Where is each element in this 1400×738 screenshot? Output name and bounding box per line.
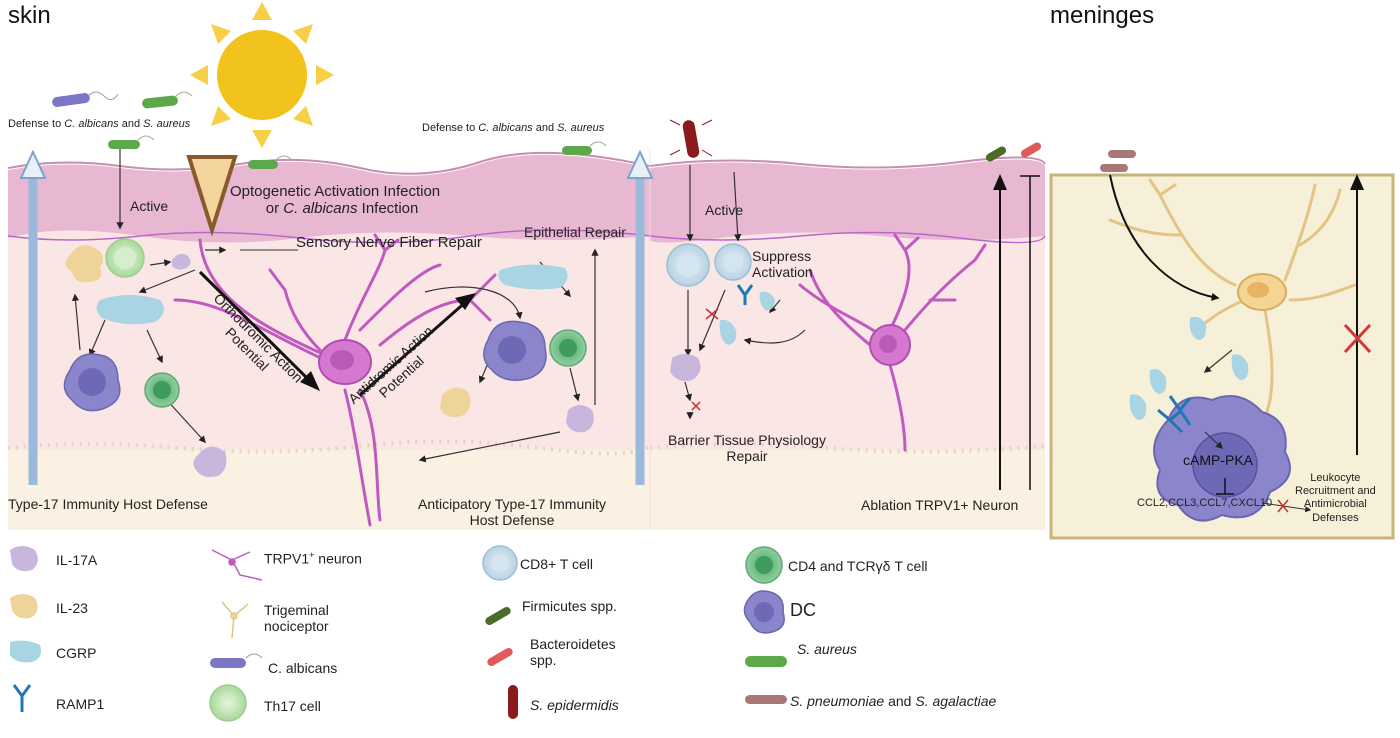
meninges-block-x [1343,323,1372,354]
barrier-label: Barrier Tissue Physiology Repair [668,432,826,465]
sun-icon [190,2,334,148]
dendritic-cell-meninges [1153,395,1291,522]
anticipatory-label: Anticipatory Type-17 Immunity Host Defen… [418,496,607,529]
defense-label-left: Defense to C. albicans and S. aureus [8,118,191,130]
epithelial-repair-label: Epithelial Repair [524,224,626,240]
antidromic-arrow [359,298,469,397]
light-cone-icon [186,155,238,237]
legend-il17a: IL-17A [56,552,98,568]
cgrp-legend-icon [10,640,41,663]
legend-icons [10,545,787,722]
legend-cd4: CD4 and TCRγδ T cell [788,558,928,574]
microbe-icons [52,91,1136,172]
trpv1-legend-icon [211,549,263,581]
active-label-left: Active [130,198,169,214]
orthodromic-arrow [198,270,316,387]
spneumoniae-legend-icon [745,695,787,704]
il23-legend-icon [10,594,38,619]
saureus-legend-icon [745,656,787,667]
cell-shapes-right [666,243,775,381]
legend-trigeminal: Trigeminal nociceptor [264,602,329,635]
legend-cgrp: CGRP [56,645,97,661]
calbicans-legend-icon [210,658,246,668]
legend-sepidermidis: S. epidermidis [530,697,619,713]
legend-cd8: CD8+ T cell [520,556,594,572]
panel-title-meninges: meninges [1050,2,1155,29]
big-arrow-right [626,149,654,485]
cell-shapes-meninges [1129,316,1249,434]
camp-pka-label: cAMP-PKA [1183,452,1254,468]
trigeminal-nociceptor-meninges [1108,178,1357,422]
trpv1-neuron-right [798,233,987,452]
legend-trpv1: TRPV1+ neuron [264,550,362,567]
ramp1-legend-icon [12,684,32,712]
ccl-label: CCL2,CCL3,CCL7,CXCL10 [1137,497,1273,509]
suppress-label: Suppress Activation [752,248,813,281]
trigeminal-legend-icon [221,601,249,639]
sepidermidis-legend-icon [508,685,518,719]
legend-ramp1: RAMP1 [56,696,105,712]
firmicutes-legend-icon [485,607,511,625]
legend-saureus: S. aureus [797,641,857,657]
ablation-label: Ablation TRPV1+ Neuron [861,497,1019,513]
legend-th17: Th17 cell [264,698,321,714]
optogenetic-label: Optogenetic Activation Infection or C. a… [230,183,441,218]
leukocyte-label: Leukocyte Recruitment and Antimicrobial … [1295,472,1376,524]
legend-dc: DC [790,600,816,620]
panel-title-skin: skin [8,2,51,29]
legend-spneumoniae: S. pneumoniae and S. agalactiae [790,693,997,709]
legend-bacteroidetes: Bacteroidetes spp. [530,636,616,669]
legend-calbicans: C. albicans [268,660,338,676]
cell-shapes-left [63,238,594,478]
hypodermis-layer [8,445,650,530]
sensory-repair-label: Sensory Nerve Fiber Repair [296,234,482,251]
type17-label: Type-17 Immunity Host Defense [8,496,208,512]
pathway-arrows-right [684,165,806,420]
epidermis-layer [8,154,650,243]
meninges-infection-arrow [1109,174,1220,301]
legend-il23: IL-23 [56,600,88,616]
big-arrow-left [19,149,47,485]
th17-legend-icon [209,684,247,722]
active-label-right: Active [705,202,744,218]
defense-label-right: Defense to C. albicans and S. aureus [422,122,605,134]
legend-firmicutes: Firmicutes spp. [522,598,617,614]
bacteroidetes-legend-icon [487,648,513,666]
il17a-legend-icon [10,546,38,572]
inhibit-x-marks [691,308,719,411]
